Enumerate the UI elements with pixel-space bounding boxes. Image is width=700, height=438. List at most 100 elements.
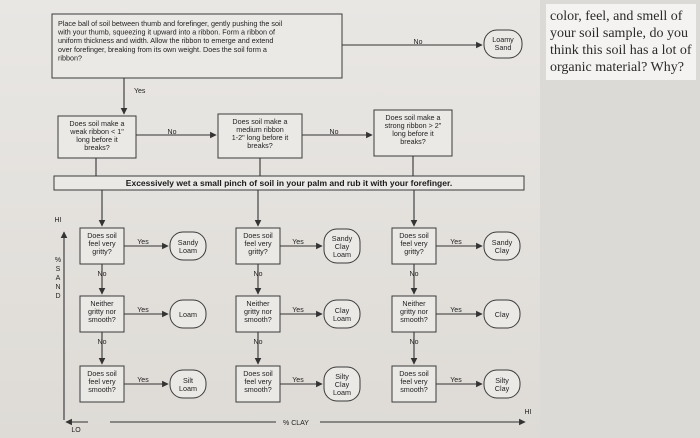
clay-axis-label: % CLAY [283, 420, 309, 427]
side-question-text: color, feel, and smell of your soil samp… [546, 4, 696, 80]
texture-question-text: Neither [90, 299, 114, 308]
texture-question-text: Does soil [87, 231, 117, 240]
connector-lines [60, 41, 526, 426]
texture-question-text: Does soil [399, 231, 429, 240]
ribbon-question-text: strong ribbon > 2" [385, 121, 442, 130]
texture-result-text: Sandy [332, 234, 353, 243]
texture-result-pill [483, 299, 521, 329]
intro-question-text: uniform thickness and width. Allow the r… [58, 36, 273, 45]
texture-result-text: Loam [333, 250, 351, 259]
wet-instruction-bar [53, 175, 525, 191]
texture-question-text: gritty nor [244, 307, 273, 316]
intro-yes-label: Yes [134, 88, 146, 95]
texture-question-text: gritty? [404, 247, 424, 256]
texture-result-pill [169, 369, 207, 399]
texture-question-text: Does soil [399, 369, 429, 378]
texture-no-label: No [254, 339, 263, 346]
texture-question-text: gritty? [92, 247, 112, 256]
texture-yes-label: Yes [137, 307, 149, 314]
clay-axis-hi: HI [525, 409, 532, 416]
texture-yes-label: Yes [292, 307, 304, 314]
texture-question-text: feel very [244, 239, 272, 248]
intro-question-text: over forefinger, breaking from its own w… [58, 45, 267, 54]
texture-result-text: Clay [495, 246, 510, 255]
texture-question-box [391, 227, 437, 265]
intro-question-text: ribbon? [58, 53, 82, 62]
texture-question-text: gritty? [248, 247, 268, 256]
texture-result-text: Clay [335, 380, 350, 389]
texture-result-pill [169, 231, 207, 261]
sand-axis-letter: S [56, 266, 61, 273]
ribbon-weak-no-label: No [168, 129, 177, 136]
texture-result-pill [323, 228, 361, 264]
texture-question-text: smooth? [400, 315, 428, 324]
texture-yes-label: Yes [137, 377, 149, 384]
texture-yes-label: Yes [450, 239, 462, 246]
texture-result-text: Clay [495, 310, 510, 319]
sand-axis-letter: N [55, 284, 60, 291]
texture-question-box [235, 365, 281, 403]
texture-question-box [235, 295, 281, 333]
texture-result-text: Loam [333, 388, 351, 397]
texture-question-text: Does soil [243, 369, 273, 378]
texture-question-text: feel very [88, 239, 116, 248]
texture-question-text: gritty nor [400, 307, 429, 316]
texture-yes-label: Yes [450, 307, 462, 314]
texture-result-pill [483, 231, 521, 261]
texture-result-text: Silty [495, 376, 509, 385]
ribbon-question-text: Does soil make a [385, 113, 440, 122]
texture-result-text: Loam [179, 310, 197, 319]
texture-result-text: Loam [179, 384, 197, 393]
ribbon-question-box-2 [217, 113, 303, 159]
sand-axis-letter: A [56, 275, 61, 282]
ribbon-question-text: medium ribbon [236, 125, 284, 134]
wet-instruction-text: Excessively wet a small pinch of soil in… [126, 178, 452, 188]
texture-result-pill [323, 366, 361, 402]
texture-no-label: No [410, 271, 419, 278]
loamy-sand-result-text: Sand [495, 43, 512, 52]
intro-no-label: No [414, 39, 423, 46]
texture-result-text: Loam [333, 314, 351, 323]
intro-question-text: Place ball of soil between thumb and for… [58, 19, 283, 28]
texture-result-text: Loam [179, 246, 197, 255]
texture-question-text: smooth? [88, 385, 116, 394]
texture-no-label: No [254, 271, 263, 278]
texture-result-pill [483, 369, 521, 399]
texture-question-text: smooth? [244, 315, 272, 324]
texture-no-label: No [98, 339, 107, 346]
ribbon-question-text: weak ribbon < 1" [69, 127, 124, 136]
ribbon-question-box-1 [57, 115, 137, 159]
texture-yes-label: Yes [292, 239, 304, 246]
texture-result-text: Clay [335, 242, 350, 251]
sand-axis-hi: HI [55, 217, 62, 224]
texture-result-text: Silty [335, 372, 349, 381]
texture-result-text: Clay [335, 306, 350, 315]
texture-question-text: Does soil [87, 369, 117, 378]
texture-question-text: smooth? [88, 315, 116, 324]
texture-question-text: feel very [88, 377, 116, 386]
texture-question-box [391, 365, 437, 403]
loamy-sand-result [483, 29, 523, 59]
texture-result-pill [323, 299, 361, 329]
texture-question-text: feel very [244, 377, 272, 386]
sand-axis-letter: % [55, 257, 61, 264]
axis-lo-label: LO [71, 427, 81, 434]
intro-question-text: with your thumb, squeezing it upward int… [57, 28, 275, 37]
texture-yes-label: Yes [137, 239, 149, 246]
texture-no-label: No [410, 339, 419, 346]
ribbon-medium-no-label: No [330, 129, 339, 136]
ribbon-question-text: Does soil make a [69, 119, 124, 128]
texture-question-box [79, 365, 125, 403]
texture-yes-label: Yes [292, 377, 304, 384]
texture-question-text: feel very [400, 377, 428, 386]
ribbon-question-box-3 [373, 109, 453, 157]
ribbon-question-text: Does soil make a [232, 117, 287, 126]
intro-question-box [51, 13, 343, 79]
texture-result-text: Sandy [178, 238, 199, 247]
texture-question-box [79, 295, 125, 333]
ribbon-question-text: breaks? [400, 137, 426, 146]
ribbon-question-text: long before it [392, 129, 434, 138]
ribbon-question-text: long before it [76, 135, 118, 144]
texture-result-pill [169, 299, 207, 329]
texture-question-text: feel very [400, 239, 428, 248]
